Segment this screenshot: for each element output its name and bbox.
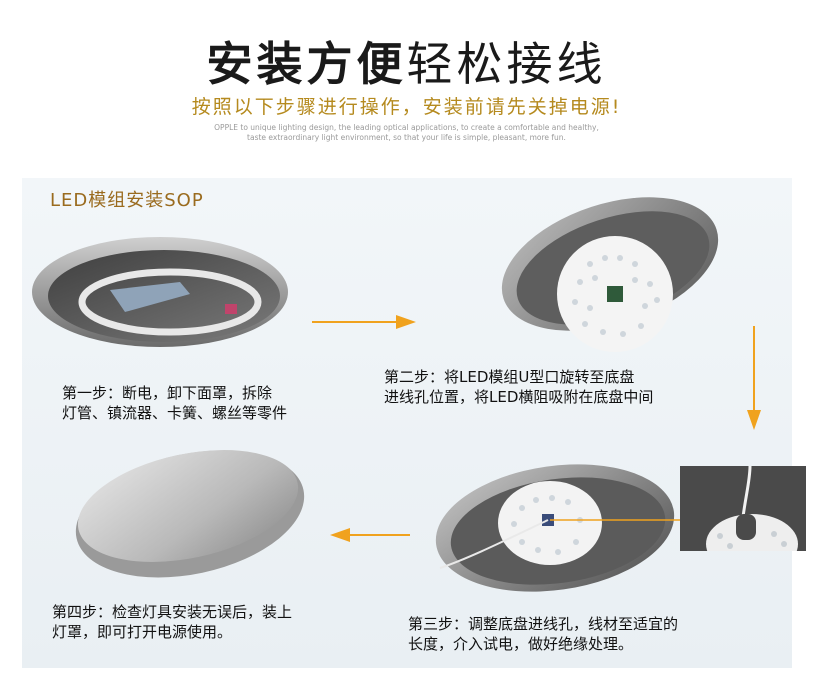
header: 安装方便轻松接线 按照以下步骤进行操作，安装前请先关掉电源! OPPLE to …	[0, 0, 813, 175]
tagline-line-2: taste extraordinary light environment, s…	[247, 133, 566, 142]
zoom-inset	[680, 466, 806, 551]
zoom-detail	[706, 466, 798, 551]
step-3-text: 第三步：调整底盘进线孔，线材至适宜的 长度，介入试电，做好绝缘处理。	[408, 615, 679, 653]
step3-image	[435, 464, 680, 592]
title-light: 轻松接线	[406, 37, 607, 91]
step1-image	[32, 237, 288, 347]
page-subtitle: 按照以下步骤进行操作，安装前请先关掉电源!	[191, 96, 622, 118]
step-1-text: 第一步：断电，卸下面罩，拆除 灯管、镇流器、卡簧、螺丝等零件	[62, 384, 288, 422]
title-bold: 安装方便	[206, 37, 407, 91]
section-title: LED模组安装SOP	[50, 190, 204, 211]
step-4-text: 第四步：检查灯具安装无误后，装上 灯罩，即可打开电源使用。	[52, 603, 293, 641]
step-2-text: 第二步：将LED模组U型口旋转至底盘 进线孔位置，将LED横阻吸附在底盘中间	[384, 368, 654, 406]
arrow-left-icon	[330, 528, 410, 542]
tagline-line-1: OPPLE to unique lighting design, the lea…	[214, 123, 599, 132]
tagline: OPPLE to unique lighting design, the lea…	[0, 123, 813, 143]
arrow-right-icon	[312, 315, 416, 329]
page-title: 安装方便轻松接线	[0, 28, 813, 94]
arrow-down-icon	[747, 326, 761, 430]
step4-image	[75, 450, 305, 578]
step2-image	[501, 197, 719, 352]
